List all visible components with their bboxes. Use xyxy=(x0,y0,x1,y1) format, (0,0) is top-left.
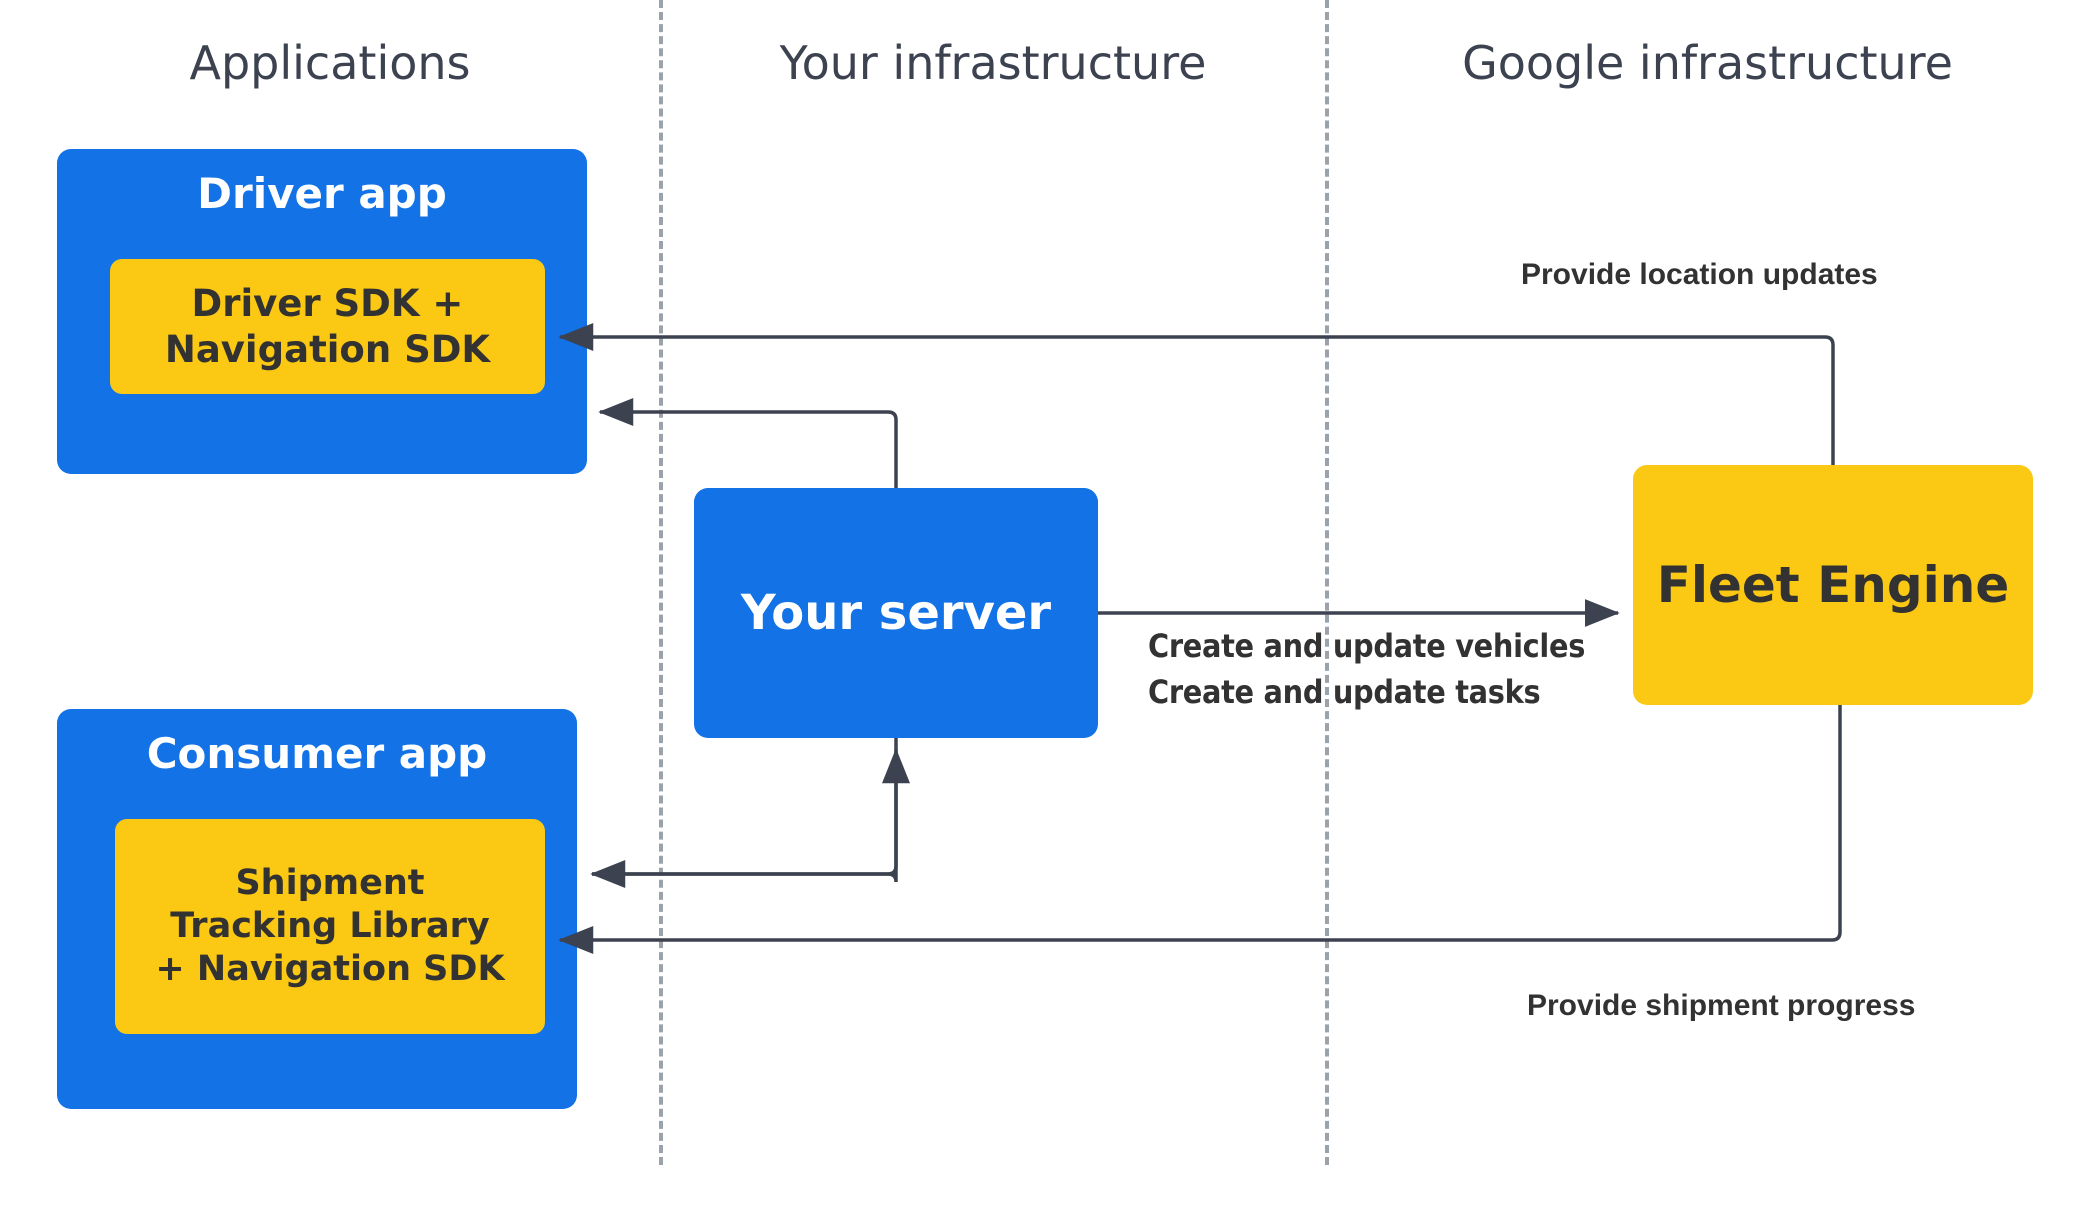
node-driver-sdk: Driver SDK + Navigation SDK xyxy=(110,259,545,394)
edge-label-create-and-update-vehicles: Create and update vehicles xyxy=(1148,627,1586,665)
column-header-your-infrastructure: Your infrastructure xyxy=(779,36,1207,90)
edge-fleet-engine-to-driver-sdk xyxy=(558,323,1835,465)
edge-label-provide-shipment-progress: Provide shipment progress xyxy=(1527,989,1916,1022)
column-divider-right xyxy=(1325,0,1329,1165)
consumer-sdk-line-3: + Navigation SDK xyxy=(155,948,505,989)
node-shipment-tracking-library: Shipment Tracking Library + Navigation S… xyxy=(115,819,545,1034)
consumer-sdk-line-2: Tracking Library xyxy=(170,906,490,947)
driver-app-title: Driver app xyxy=(197,169,447,218)
edge-consumer-app-to-your-server xyxy=(592,748,910,876)
edge-fleet-engine-to-shipment-tracking-library xyxy=(558,705,1842,954)
column-divider-left xyxy=(659,0,663,1165)
node-your-server: Your server xyxy=(694,488,1098,738)
consumer-app-title: Consumer app xyxy=(146,729,488,778)
consumer-sdk-line-1: Shipment xyxy=(235,863,425,904)
column-header-google-infrastructure: Google infrastructure xyxy=(1462,36,1953,90)
edge-label-provide-location-updates: Provide location updates xyxy=(1521,258,1878,291)
edge-label-create-and-update-tasks: Create and update tasks xyxy=(1148,673,1541,711)
node-fleet-engine: Fleet Engine xyxy=(1633,465,2033,705)
driver-sdk-line-1: Driver SDK + xyxy=(191,282,464,326)
fleet-engine-title: Fleet Engine xyxy=(1656,556,2010,614)
your-server-title: Your server xyxy=(740,585,1052,641)
edge-your-server-to-driver-app xyxy=(598,398,898,488)
column-header-applications: Applications xyxy=(189,36,471,90)
driver-sdk-line-2: Navigation SDK xyxy=(164,327,491,371)
edge-your-server-to-consumer-app xyxy=(590,738,898,888)
